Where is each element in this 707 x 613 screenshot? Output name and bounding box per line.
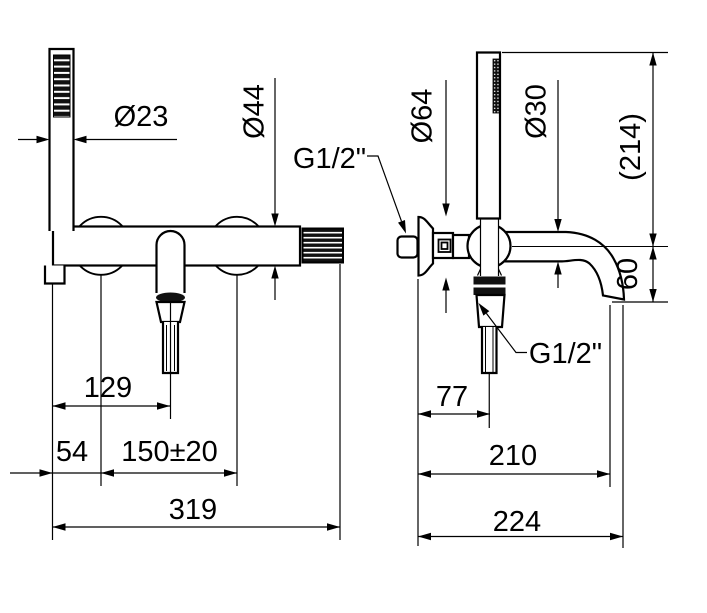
arrowhead: [610, 532, 623, 541]
leader-line: [485, 313, 527, 354]
arrowhead: [39, 469, 53, 477]
handle-knob: [301, 227, 344, 264]
arrowhead: [649, 52, 657, 66]
holder-column: [481, 219, 499, 276]
dim-escutcheon-diameter-label: Ø64: [407, 89, 439, 144]
thread-outlet-label: G1/2": [529, 338, 602, 370]
thread-inlet-label: G1/2": [293, 143, 366, 175]
arrowhead: [442, 277, 450, 291]
spout-side: [498, 230, 626, 301]
arrowhead: [442, 203, 450, 217]
arrowhead: [554, 219, 562, 232]
dim-spout-center-label: 129: [84, 372, 132, 404]
front-view: Ø23 Ø44 129 54 150±20: [10, 47, 344, 540]
arrowhead: [101, 469, 114, 477]
arrowhead: [478, 303, 490, 316]
arrowhead: [649, 246, 657, 260]
dim-overall-height-label: (214): [615, 113, 647, 181]
dim-handshower-diameter-label: Ø23: [114, 101, 169, 133]
front-dimensions: Ø23 Ø44 129 54 150±20: [10, 78, 341, 540]
arrowhead: [649, 289, 657, 302]
arrowhead: [327, 523, 340, 531]
arrowhead: [418, 470, 431, 478]
dim-inlet-depth-label: 77: [436, 381, 468, 413]
dim-spout-reach-label: 210: [489, 440, 537, 472]
arrowhead: [224, 469, 237, 477]
dim-overall-depth-label: 224: [493, 506, 541, 538]
arrowhead: [73, 135, 87, 144]
arrowhead: [649, 233, 657, 247]
arrowhead: [597, 470, 610, 478]
dim-left-offset-label: 54: [56, 436, 88, 468]
handshower-spray-face-front: [53, 54, 71, 118]
outlet-connector-tube: [480, 327, 498, 375]
inlet-nipple: [396, 235, 419, 259]
check-valve-body: [475, 293, 506, 329]
arrowhead: [157, 402, 170, 410]
wall-escutcheon-side: [417, 215, 435, 277]
arrowhead: [398, 220, 406, 234]
coupling-flare: [476, 268, 482, 276]
spout-mouth-ring: [156, 292, 185, 303]
dim-overall-width-label: 319: [169, 494, 217, 526]
arrowhead: [418, 532, 431, 541]
dim-body-diameter-label: Ø44: [239, 84, 271, 139]
coupling-ring: [473, 287, 506, 295]
coupling-flare: [497, 268, 503, 276]
side-view: G1/2" Ø64 Ø30: [293, 51, 668, 548]
setscrew-inner: [440, 241, 449, 250]
arrowhead: [52, 402, 66, 410]
arrowhead: [418, 410, 431, 418]
leader-line: [367, 155, 403, 222]
arrowhead: [271, 213, 279, 227]
arrowhead: [271, 265, 279, 279]
hose-connection-stub: [43, 265, 66, 285]
arrowhead: [36, 135, 50, 144]
arrowhead: [554, 261, 562, 275]
dim-spout-diameter-label: Ø30: [521, 84, 553, 139]
spout-front: [155, 229, 186, 293]
coupling-ring: [473, 276, 506, 285]
handshower-spray-face-side: [492, 58, 500, 114]
dim-spout-drop-label: 60: [612, 258, 644, 290]
arrowhead: [52, 523, 66, 531]
dim-inlet-spacing-label: 150±20: [121, 436, 218, 468]
side-dimensions: G1/2" Ø64 Ø30: [293, 51, 668, 548]
arrowhead: [477, 410, 490, 418]
